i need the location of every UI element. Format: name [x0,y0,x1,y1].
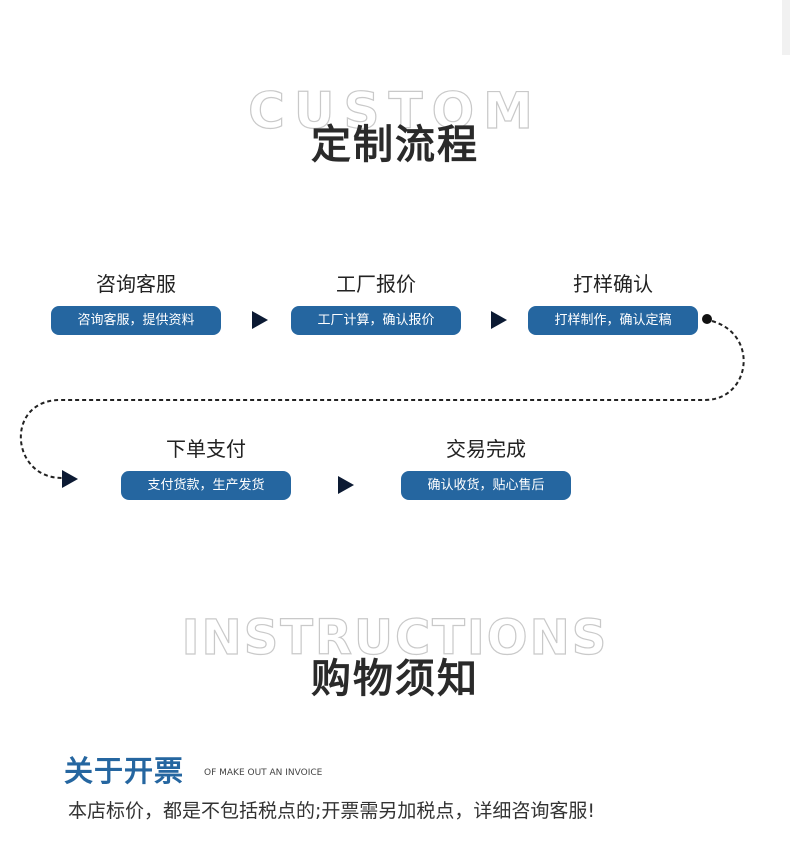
step-title: 工厂报价 [336,272,416,296]
arrow-right-icon [62,470,78,488]
arrow-right-icon [338,476,354,494]
step-title: 咨询客服 [96,272,176,296]
path-start-dot-icon [702,314,712,324]
step-title: 打样确认 [573,272,653,296]
step-pill: 咨询客服，提供资料 [51,306,221,335]
step-sample: 打样确认 打样制作，确认定稿 [528,270,698,335]
invoice-subtitle: OF MAKE OUT AN INVOICE [204,768,323,778]
step-pill: 确认收货，贴心售后 [401,471,571,500]
invoice-note: 本店标价，都是不包括税点的;开票需另加税点，详细咨询客服! [68,800,596,822]
instructions-section-header: INSTRUCTIONS 购物须知 [0,609,790,702]
step-title: 下单支付 [166,437,246,461]
step-pill: 工厂计算，确认报价 [291,306,461,335]
step-complete: 交易完成 确认收货，贴心售后 [401,435,571,500]
instructions-outline-word: INSTRUCTIONS [181,609,609,666]
custom-section-header: CUSTOM 定制流程 [0,81,790,172]
step-quote: 工厂报价 工厂计算，确认报价 [291,270,461,335]
step-title: 交易完成 [446,437,526,461]
step-pill: 打样制作，确认定稿 [528,306,698,335]
step-pill: 支付货款，生产发货 [121,471,291,500]
scrollbar[interactable] [782,0,790,55]
step-payment: 下单支付 支付货款，生产发货 [121,435,291,500]
arrow-right-icon [252,311,268,329]
custom-outline-word: CUSTOM [248,81,542,140]
invoice-title: 关于开票 [64,754,185,788]
custom-section-title: 定制流程 [311,122,479,168]
arrow-right-icon [491,311,507,329]
instructions-section-title: 购物须知 [311,656,479,702]
step-consult: 咨询客服 咨询客服，提供资料 [51,270,221,335]
